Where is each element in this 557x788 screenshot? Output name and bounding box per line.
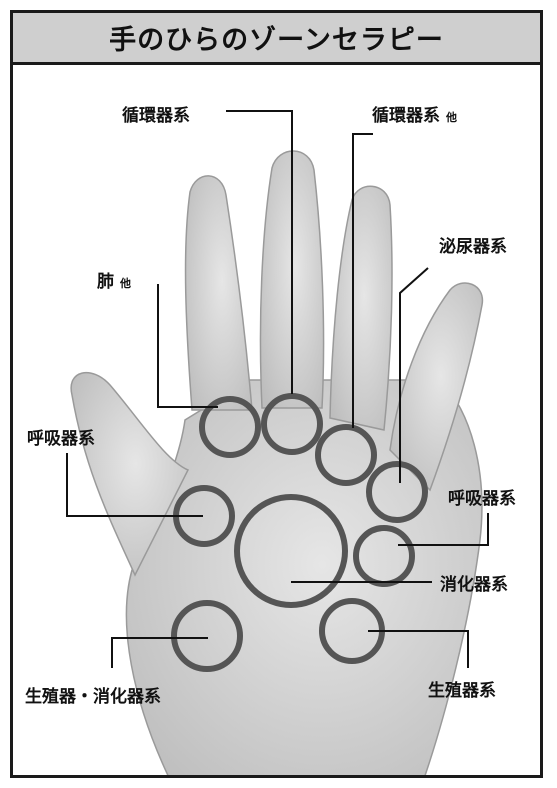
label-circulatory-right-sub: 他 (446, 111, 457, 124)
index-finger (186, 176, 252, 410)
label-digestive: 消化器系 (440, 570, 508, 595)
label-lung-sub: 他 (120, 277, 131, 290)
label-reproductive: 生殖器系 (428, 676, 496, 701)
label-urinary: 泌尿器系 (439, 232, 507, 257)
label-circulatory-left: 循環器系 (122, 101, 190, 126)
ring-finger (330, 186, 392, 430)
label-circulatory-right: 循環器系他 (372, 101, 457, 126)
label-lung: 肺他 (97, 267, 131, 292)
label-respiratory-right: 呼吸器系 (448, 484, 516, 509)
label-reproductive-digestive: 生殖器・消化器系 (25, 682, 161, 707)
label-respiratory-left: 呼吸器系 (27, 424, 95, 449)
